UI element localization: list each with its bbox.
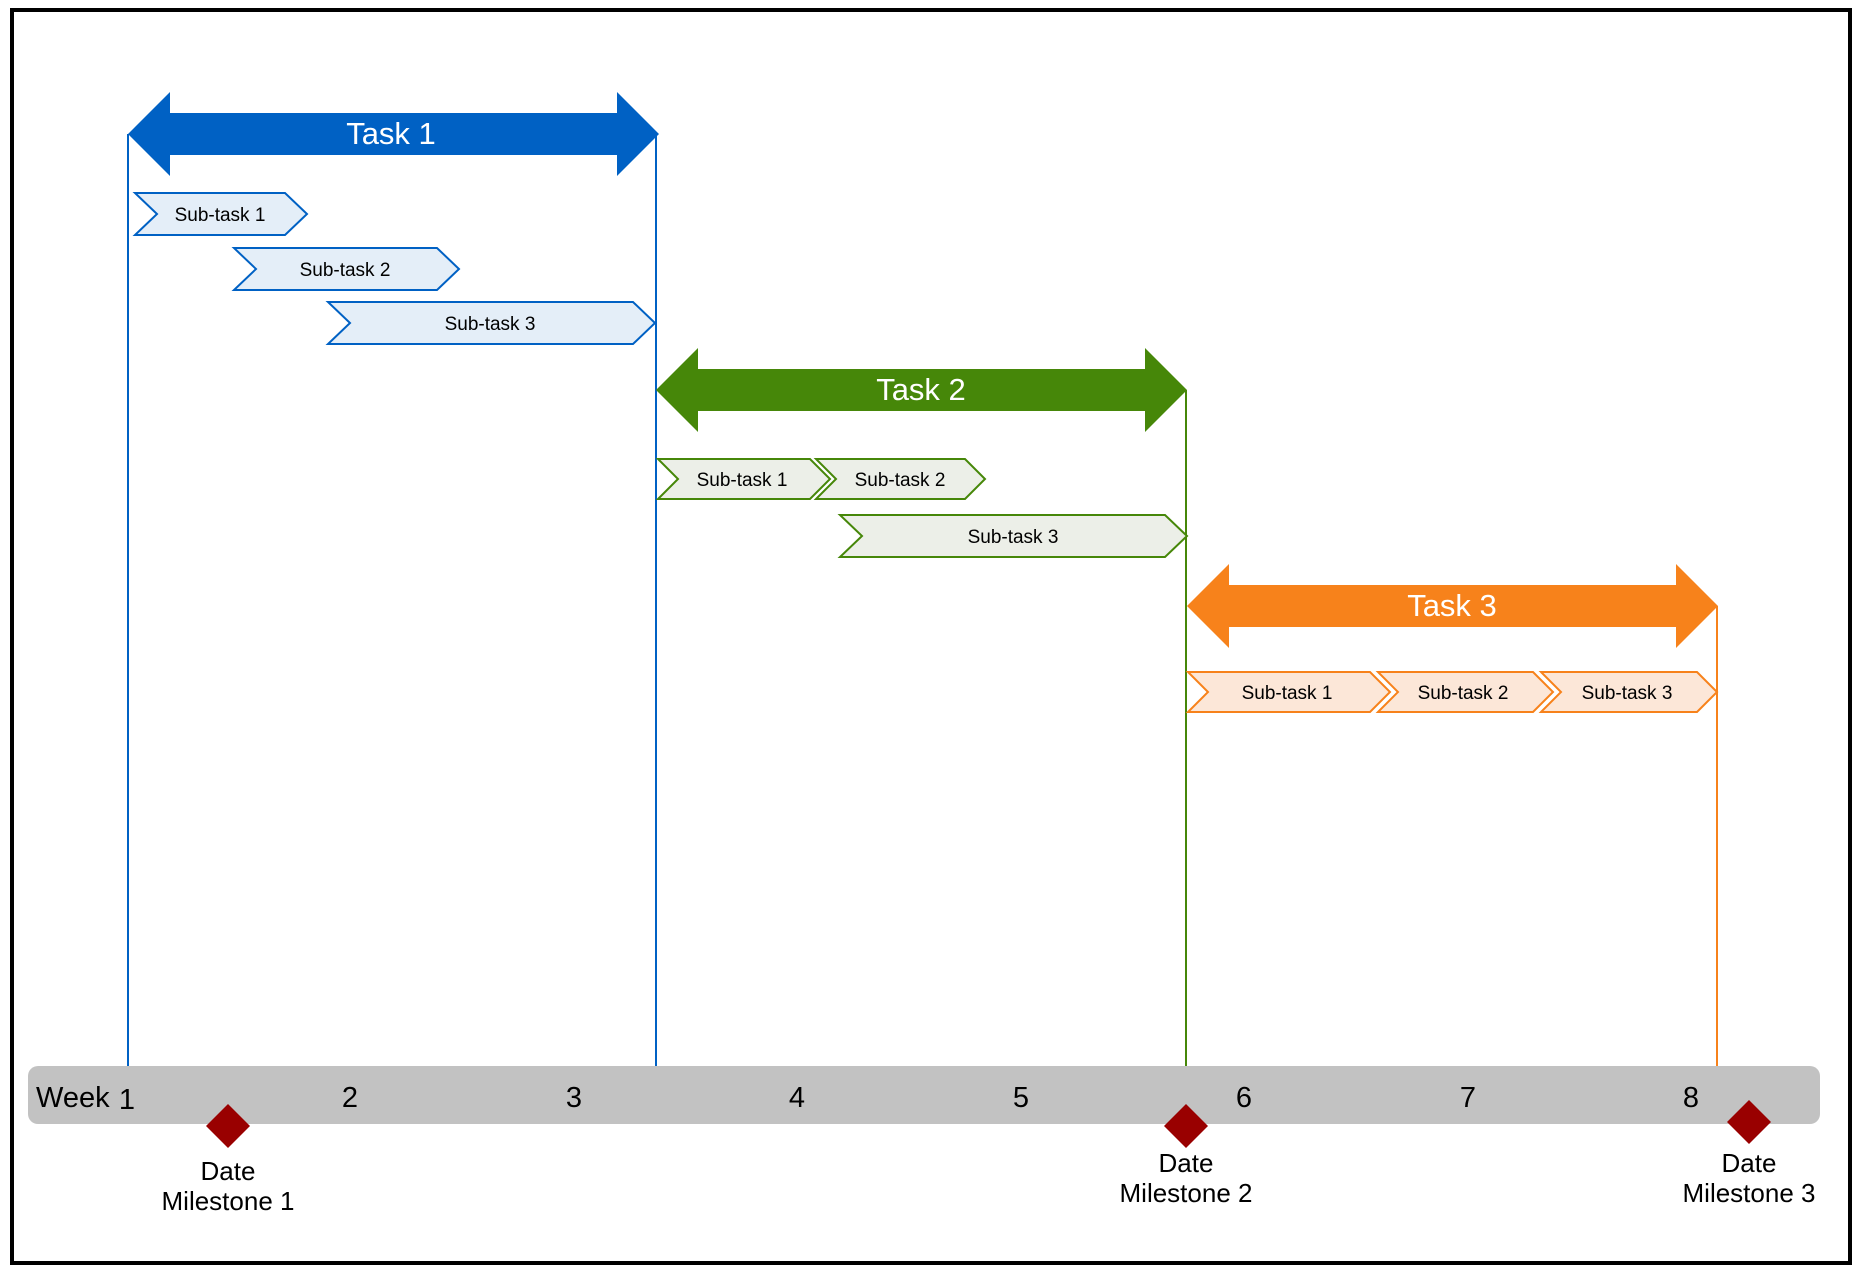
task-2-subtask-2-label: Sub-task 2 [855,470,946,491]
task-2-subtask-1-label: Sub-task 1 [697,470,788,491]
week-6-label: 6 [1236,1082,1252,1114]
milestone-1-date-label: Date [201,1156,256,1186]
week-5-label: 5 [1013,1082,1029,1114]
task-2-subtask-3-label: Sub-task 3 [968,527,1059,548]
task-2-subtask-3-bar [837,514,1189,558]
task-1-label: Task 1 [346,116,436,151]
task-3-subtask-3-label: Sub-task 3 [1582,683,1673,704]
milestone-1-diamond-icon [206,1104,250,1148]
week-4-label: 4 [789,1082,805,1114]
milestone-3-date-label: Date [1722,1148,1777,1178]
milestone-3-name-label: Milestone 3 [1683,1178,1816,1208]
week-7-label: 7 [1460,1082,1476,1114]
task-1-subtask-1-bar [132,192,309,236]
milestone-2-name-label: Milestone 2 [1120,1178,1253,1208]
task-1-subtask-2-bar [231,247,461,291]
task-3-subtask-1-label: Sub-task 1 [1242,683,1333,704]
timeline-week-label: Week [36,1082,110,1114]
task-2-subtask-2-bar [813,458,987,500]
timeline-bar [28,1066,1820,1124]
milestone-2-date-label: Date [1159,1148,1214,1178]
task-1-subtask-1-label: Sub-task 1 [175,205,266,226]
task-2-label: Task 2 [876,372,966,407]
task-3-subtask-2-bar [1375,671,1555,713]
milestone-3-diamond-icon [1727,1100,1771,1144]
diagram-frame [10,8,1852,1265]
task-3-subtask-2-label: Sub-task 2 [1418,683,1509,704]
task-1-arrow [128,92,659,176]
task-3-subtask-1-bar [1185,671,1392,713]
task-1-subtask-3-bar [325,301,657,345]
task-2-subtask-1-bar [655,458,832,500]
task-2-arrow [656,348,1187,432]
task-1-subtask-3-label: Sub-task 3 [445,314,536,335]
task-3-arrow [1187,564,1718,648]
task-3-label: Task 3 [1407,588,1497,623]
week-3-label: 3 [566,1082,582,1114]
week-8-label: 8 [1683,1082,1699,1114]
week-1-label: 1 [119,1084,135,1116]
task-1-subtask-2-label: Sub-task 2 [300,260,391,281]
task-3-subtask-3-bar [1538,671,1719,713]
milestone-2-diamond-icon [1164,1104,1208,1148]
week-2-label: 2 [342,1082,358,1114]
milestone-1-name-label: Milestone 1 [162,1186,295,1216]
